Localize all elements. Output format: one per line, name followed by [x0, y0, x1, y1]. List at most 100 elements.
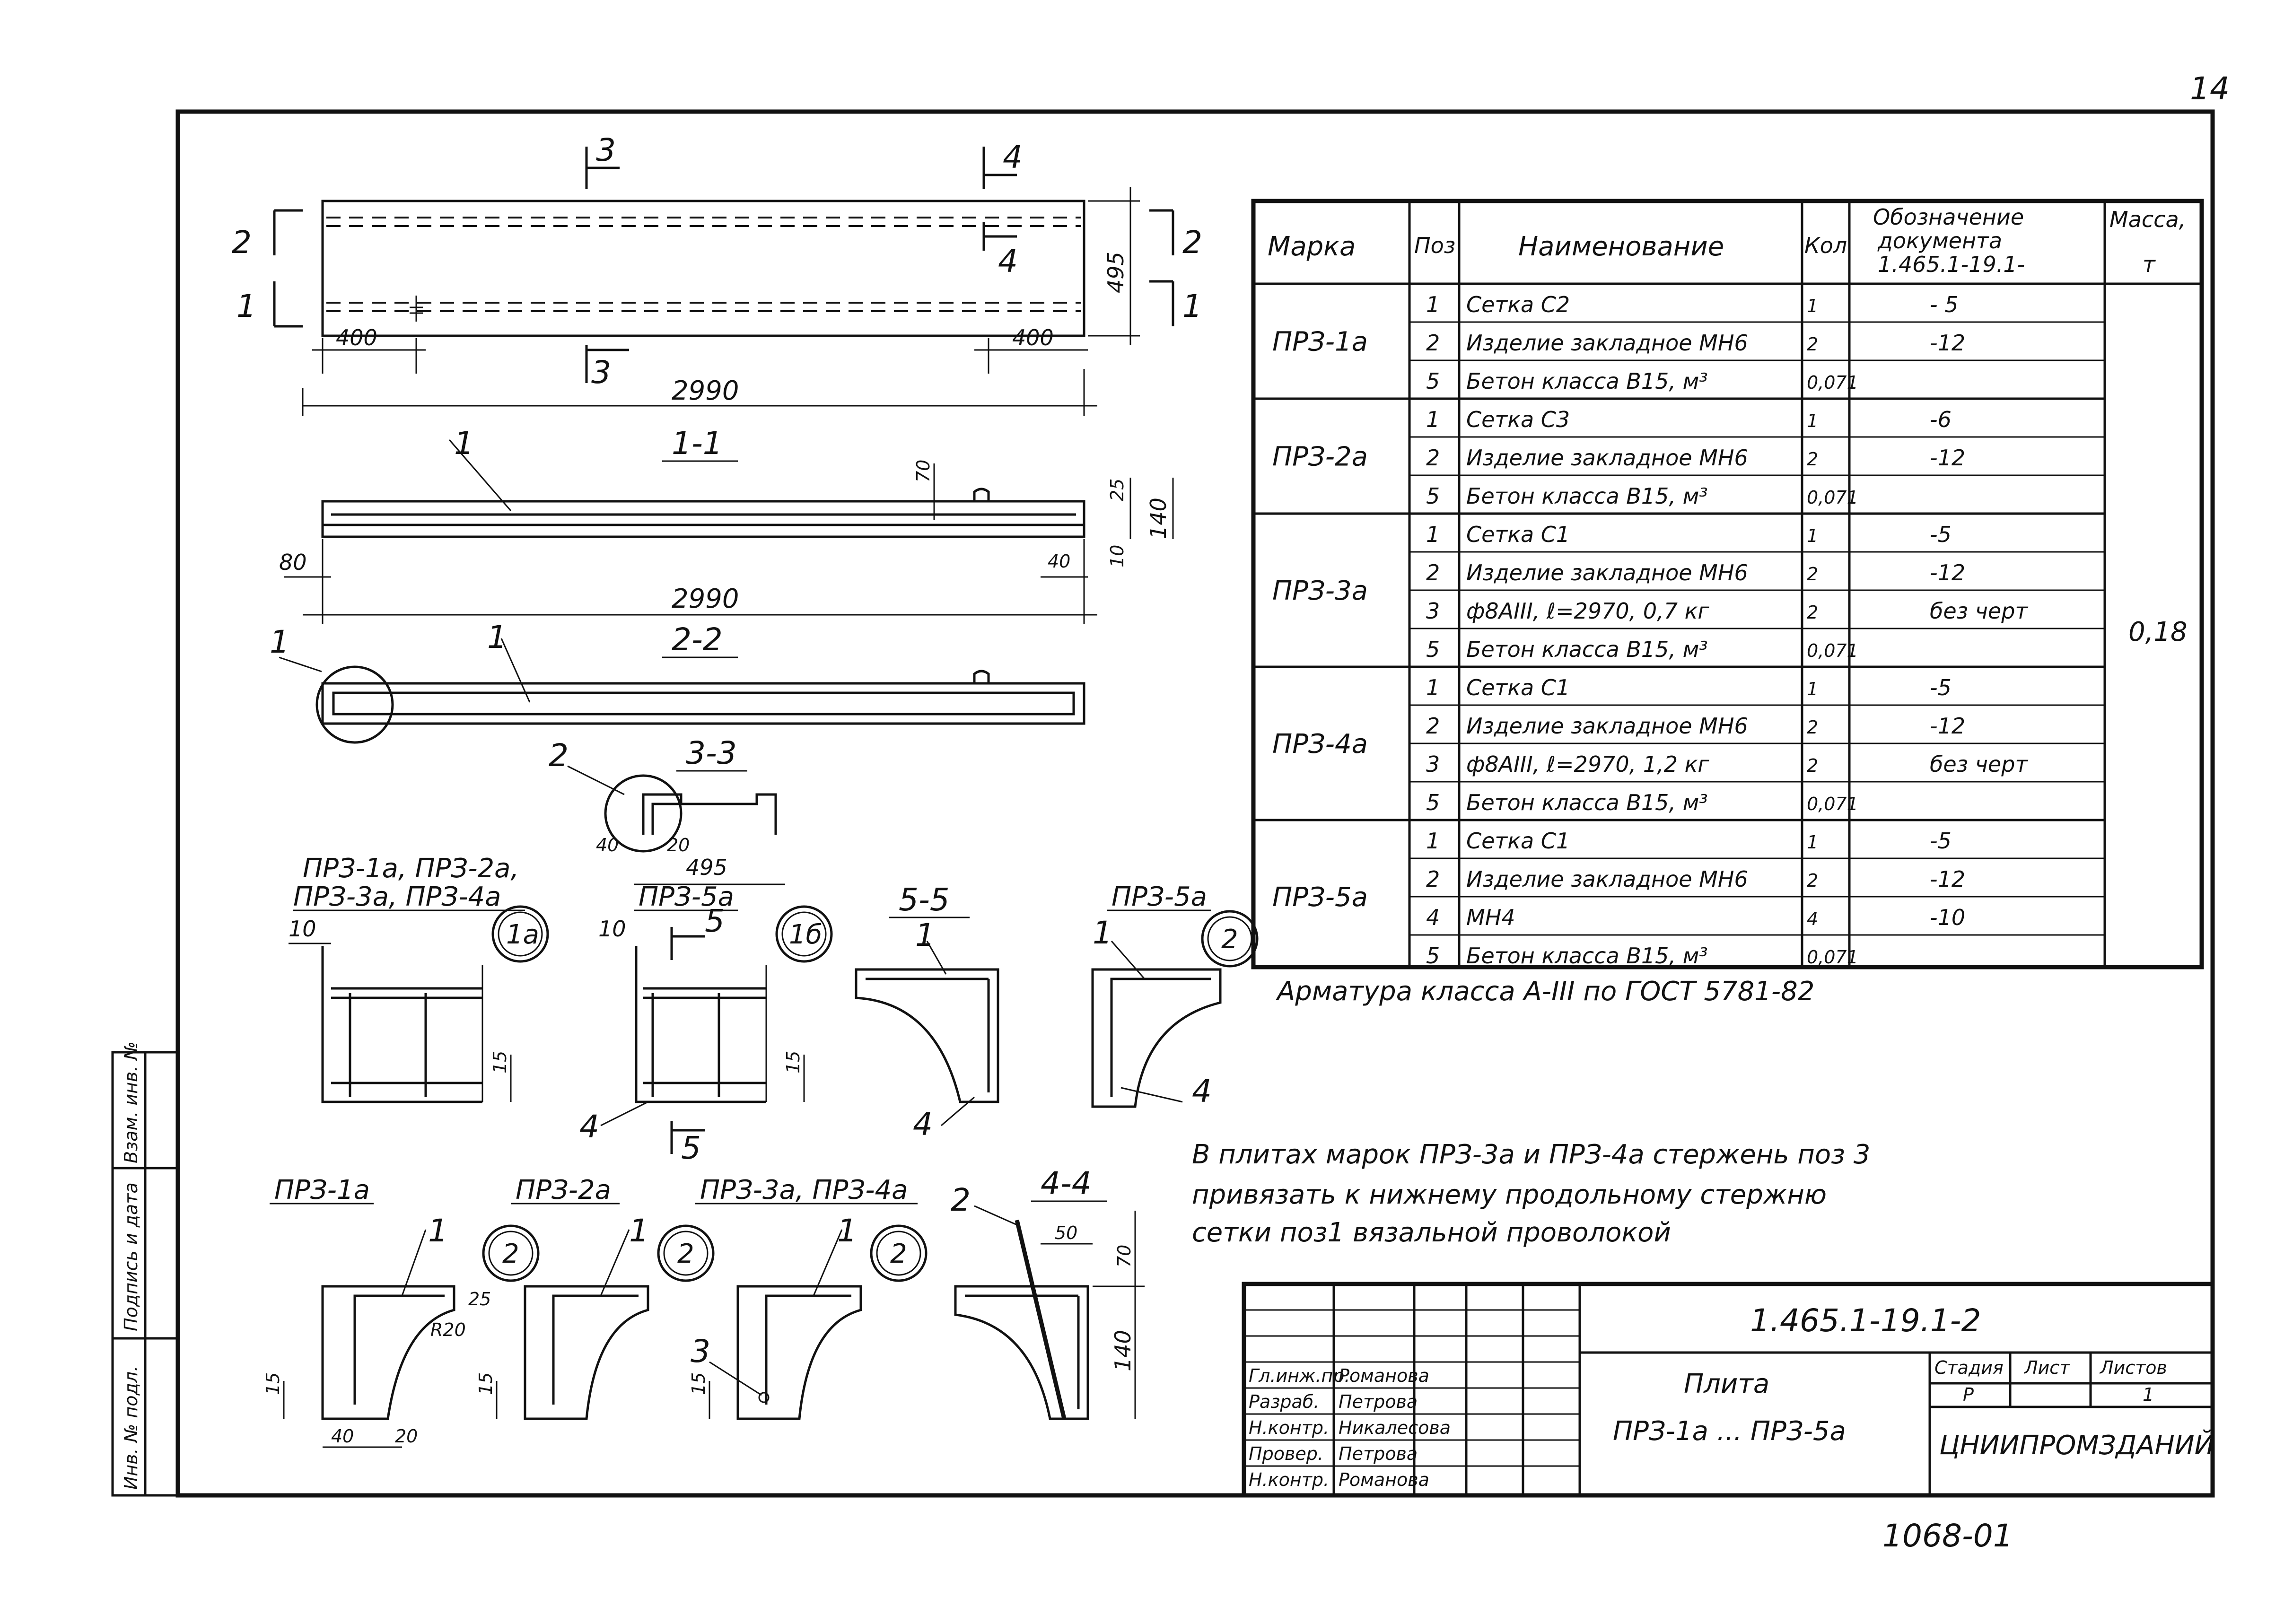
spec-cell-qty: 2 [1807, 755, 1818, 776]
section-1-1-dim-10: 10 [1107, 545, 1128, 568]
spec-cell-pos: 5 [1426, 790, 1440, 815]
stamp-inv-orig: Инв. № подл. [121, 1366, 141, 1490]
section-1-1: 1-1 1 70 25 140 10 80 40 2990 [279, 425, 1174, 624]
detail-2-prz5a: ПРЗ-5а 2 1 4 [1091, 882, 1259, 1109]
section-1-1-dim-length: 2990 [672, 584, 739, 614]
spec-cell-doc: без черт [1930, 751, 2028, 777]
detail-prz1a-dim-25: 25 [468, 1289, 491, 1310]
spec-cell-pos: 2 [1426, 445, 1440, 471]
spec-cell-pos: 1 [1426, 292, 1440, 317]
detail-prz1a-caption: ПРЗ-1а [274, 1175, 370, 1205]
section-2-2-pos-a: 1 [270, 624, 289, 660]
spec-group-mark: ПРЗ-2а [1272, 442, 1368, 472]
detail-2-prz5a-bubble: 2 [1221, 924, 1238, 955]
detail-prz3a4a-dim-15: 15 [688, 1372, 709, 1395]
spec-cell-pos: 3 [1426, 751, 1440, 777]
spec-cell-name: Сетка С1 [1466, 828, 1570, 854]
spec-cell-name: Изделие закладное МН6 [1466, 560, 1748, 585]
section-4-4-pos: 2 [951, 1182, 971, 1218]
detail-prz2a-bubble: 2 [677, 1239, 694, 1269]
spec-cell-pos: 5 [1426, 943, 1440, 969]
plan-view: 2 1 2 1 3 3 4 4 400 400 2990 495 [232, 132, 1202, 416]
spec-cell-qty: 2 [1807, 870, 1818, 891]
note: В плитах марок ПРЗ-3а и ПРЗ-4а стержень … [1192, 1139, 1870, 1248]
spec-header-mass-b: т [2143, 252, 2156, 277]
spec-cell-name: Бетон класса В15, м³ [1466, 943, 1708, 969]
stamp-replace-inv: Взам. инв. № [121, 1041, 141, 1163]
title-name-b: ПРЗ-1а ... ПРЗ-5а [1613, 1416, 1846, 1447]
section-1-1-dim-70: 70 [913, 460, 934, 482]
section-3-3-dim-495: 495 [686, 855, 727, 880]
title-person-name: Петрова [1339, 1391, 1418, 1412]
spec-cell-name: Сетка С2 [1466, 292, 1570, 317]
section-1-1-dim-25: 25 [1107, 479, 1128, 501]
plan-cut2-left: 2 [232, 224, 252, 261]
spec-cell-qty: 2 [1807, 717, 1818, 738]
spec-cell-name: Изделие закладное МН6 [1466, 445, 1748, 471]
section-4-4-dim-140: 140 [1110, 1330, 1136, 1371]
spec-cell-doc: -12 [1930, 866, 1965, 892]
detail-1b-caption: ПРЗ-5а [639, 882, 734, 912]
spec-cell-doc: -6 [1930, 407, 1952, 432]
spec-cell-pos: 5 [1426, 368, 1440, 394]
detail-1b-dim-10: 10 [598, 916, 626, 942]
spec-cell-name: Изделие закладное МН6 [1466, 713, 1748, 739]
spec-cell-qty: 1 [1807, 832, 1818, 853]
section-3-3: 3-3 2 40 20 495 [549, 735, 785, 885]
section-5-5-pos4: 4 [913, 1106, 933, 1143]
spec-cell-pos: 2 [1426, 330, 1440, 356]
detail-1b-dim-15: 15 [783, 1051, 804, 1074]
title-org: ЦНИИПРОМЗДАНИЙ [1939, 1430, 2214, 1461]
title-stage-label: Стадия [1934, 1357, 2004, 1378]
spec-group-mark: ПРЗ-4а [1272, 729, 1368, 760]
spec-cell-name: ф8АIII, ℓ=2970, 0,7 кг [1466, 598, 1709, 624]
note-line-1: В плитах марок ПРЗ-3а и ПРЗ-4а стержень … [1192, 1139, 1870, 1170]
spec-cell-pos: 1 [1426, 407, 1440, 432]
spec-cell-pos: 3 [1426, 598, 1440, 624]
detail-1b-bubble: 1б [789, 919, 822, 950]
spec-cell-doc: -12 [1930, 330, 1965, 356]
detail-prz2a-caption: ПРЗ-2а [516, 1175, 611, 1205]
spec-cell-doc: -12 [1930, 445, 1965, 471]
title-stage: Р [1963, 1384, 1974, 1405]
section-5-5: 5-5 1 4 [855, 882, 999, 1143]
section-4-4-dim-70: 70 [1114, 1245, 1135, 1267]
spec-cell-qty: 1 [1807, 679, 1818, 699]
title-person-role: Н.контр. [1249, 1417, 1329, 1438]
plan-cut3-top: 3 [596, 132, 616, 168]
title-person-role: Н.контр. [1249, 1469, 1329, 1490]
spec-cell-name: ф8АIII, ℓ=2970, 1,2 кг [1466, 751, 1709, 777]
spec-cell-doc: - 5 [1930, 292, 1959, 317]
spec-cell-qty: 0,071 [1807, 794, 1858, 814]
detail-1a-bubble: 1а [506, 919, 539, 950]
spec-cell-doc: -12 [1930, 560, 1965, 585]
spec-cell-pos: 2 [1426, 713, 1440, 739]
spec-cell-qty: 1 [1807, 410, 1818, 431]
spec-cell-pos: 5 [1426, 483, 1440, 509]
detail-prz1a-dim-r20: R20 [430, 1319, 466, 1340]
spec-cell-pos: 1 [1426, 522, 1440, 547]
note-line-3: сетки поз1 вязальной проволокой [1192, 1217, 1671, 1248]
spec-cell-doc: без черт [1930, 598, 2028, 624]
title-person-role: Гл.инж.пр. [1249, 1365, 1350, 1386]
detail-2-prz5a-pos4: 4 [1192, 1073, 1212, 1109]
detail-prz3a4a-caption: ПРЗ-3а, ПРЗ-4а [700, 1175, 908, 1205]
spec-cell-qty: 0,071 [1807, 947, 1858, 968]
spec-header-mark: Марка [1268, 231, 1356, 262]
spec-cell-doc: -5 [1930, 522, 1952, 547]
detail-1b-pos4: 4 [579, 1109, 599, 1145]
detail-prz2a-pos: 1 [629, 1213, 649, 1249]
detail-1a-dim-15: 15 [490, 1051, 510, 1074]
title-sheet-label: Лист [2023, 1357, 2071, 1378]
detail-1a: ПРЗ-1а, ПРЗ-2а, ПРЗ-3а, ПРЗ-4а 1а 10 15 [289, 853, 549, 1103]
detail-prz1a: ПРЗ-1а 2 1 25 R20 15 40 20 [263, 1175, 540, 1448]
detail-prz1a-pos: 1 [428, 1213, 448, 1249]
section-4-4-dim-50: 50 [1055, 1222, 1077, 1243]
spec-cell-name: Бетон класса В15, м³ [1466, 790, 1708, 815]
title-person-role: Разраб. [1249, 1391, 1319, 1412]
detail-2-prz5a-pos1: 1 [1093, 915, 1112, 951]
spec-cell-name: Бетон класса В15, м³ [1466, 637, 1708, 662]
section-1-1-dim-80: 80 [279, 550, 307, 575]
spec-header-doc-b: документа [1877, 228, 2002, 253]
spec-header-qty: Кол [1804, 233, 1847, 258]
